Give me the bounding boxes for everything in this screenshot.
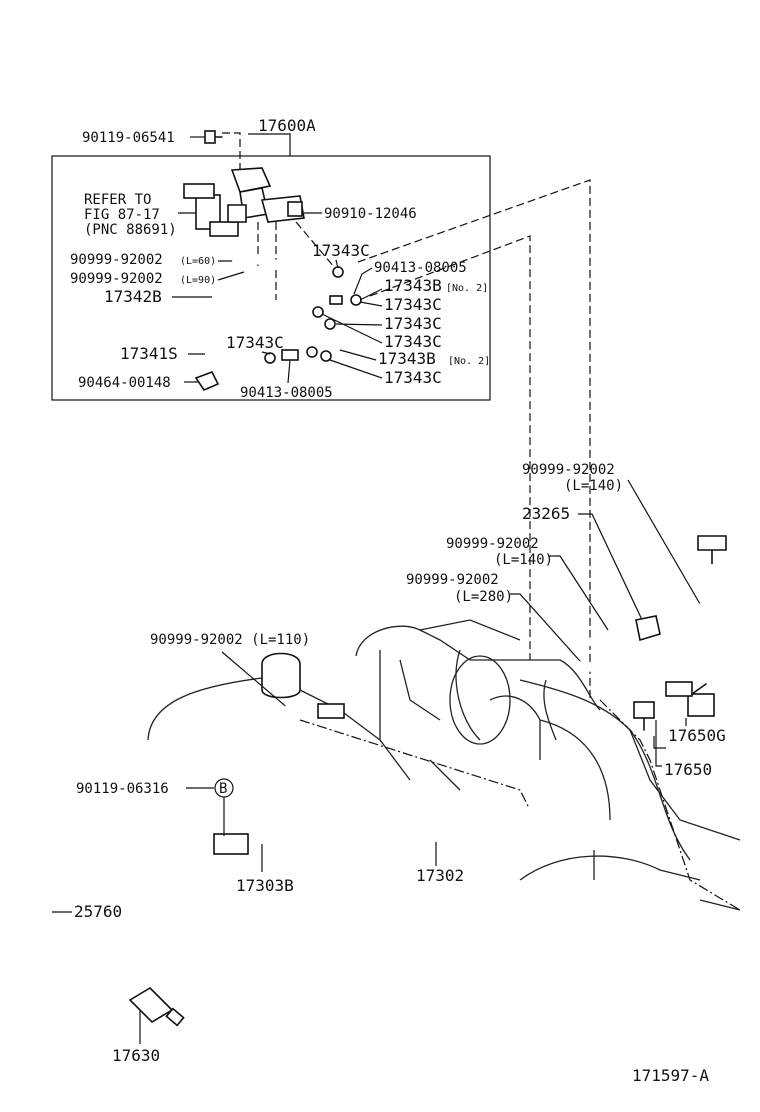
label-l60: (L=60) (180, 256, 216, 267)
refer-line-1: REFER TO (84, 192, 151, 208)
label-90464-00148: 90464-00148 (78, 375, 171, 391)
guide-line-1 (357, 179, 591, 700)
label-17343C-top: 17343C (312, 241, 370, 260)
bolt-90119-06541 (190, 130, 241, 170)
label-17343C-left: 17343C (226, 333, 284, 352)
label-90999-92002-l110: 90999-92002 (L=110) (150, 632, 310, 648)
figure-code: 171597-A (632, 1066, 709, 1085)
clips-inset (194, 266, 362, 391)
label-17303B: 17303B (236, 876, 294, 895)
label-l90: (L=90) (180, 275, 216, 286)
label-17343C-4: 17343C (384, 332, 442, 351)
label-25760: 25760 (74, 902, 122, 921)
label-17600A: 17600A (258, 116, 316, 135)
pipe-17302 (310, 769, 556, 858)
refer-line-3: (PNC 88691) (84, 222, 177, 238)
refer-line-2: FIG 87-17 (84, 207, 160, 223)
label-17342B: 17342B (104, 287, 162, 306)
right-side-parts (562, 535, 727, 731)
label-90999-92002-r3: 90999-92002 (406, 572, 499, 588)
hose-25760 (37, 838, 142, 997)
hose-l110 (284, 696, 380, 780)
label-23265: 23265 (522, 504, 570, 523)
pipe-17303B (147, 825, 303, 857)
label-l140-r2: (L=140) (494, 552, 553, 568)
label-90910-12046: 90910-12046 (324, 206, 417, 222)
label-17343C-5: 17343C (384, 368, 442, 387)
vsv-assembly-inset (183, 167, 305, 237)
label-90413-08005-bottom: 90413-08005 (240, 385, 333, 401)
label-90999-92002-l60: 90999-92002 (70, 252, 163, 268)
label-17343B-2: 17343B (378, 349, 436, 368)
sensor-17630 (128, 986, 185, 1027)
label-17343C-2: 17343C (384, 295, 442, 314)
marker-b: B (219, 781, 227, 797)
label-17343B-1: 17343B (384, 276, 442, 295)
label-90999-92002-l90: 90999-92002 (70, 271, 163, 287)
label-17650: 17650 (664, 760, 712, 779)
label-90119-06541: 90119-06541 (82, 130, 175, 146)
label-l140-r1: (L=140) (564, 478, 623, 494)
label-90119-06316: 90119-06316 (76, 781, 169, 797)
label-90999-92002-r1: 90999-92002 (522, 462, 615, 478)
label-17343C-3: 17343C (384, 314, 442, 333)
engine-outline (147, 619, 741, 911)
inset-box (51, 155, 491, 401)
label-17341S: 17341S (120, 344, 178, 363)
label-17630: 17630 (112, 1046, 160, 1065)
label-17302: 17302 (416, 866, 464, 885)
label-90413-08005-top: 90413-08005 (374, 260, 467, 276)
label-l280-r3: (L=280) (454, 589, 513, 605)
note-17343B-1: [No. 2] (446, 283, 488, 294)
guide-line-2 (369, 235, 531, 660)
label-17650G: 17650G (668, 726, 726, 745)
note-17343B-2: [No. 2] (448, 356, 490, 367)
label-90999-92002-r2: 90999-92002 (446, 536, 539, 552)
